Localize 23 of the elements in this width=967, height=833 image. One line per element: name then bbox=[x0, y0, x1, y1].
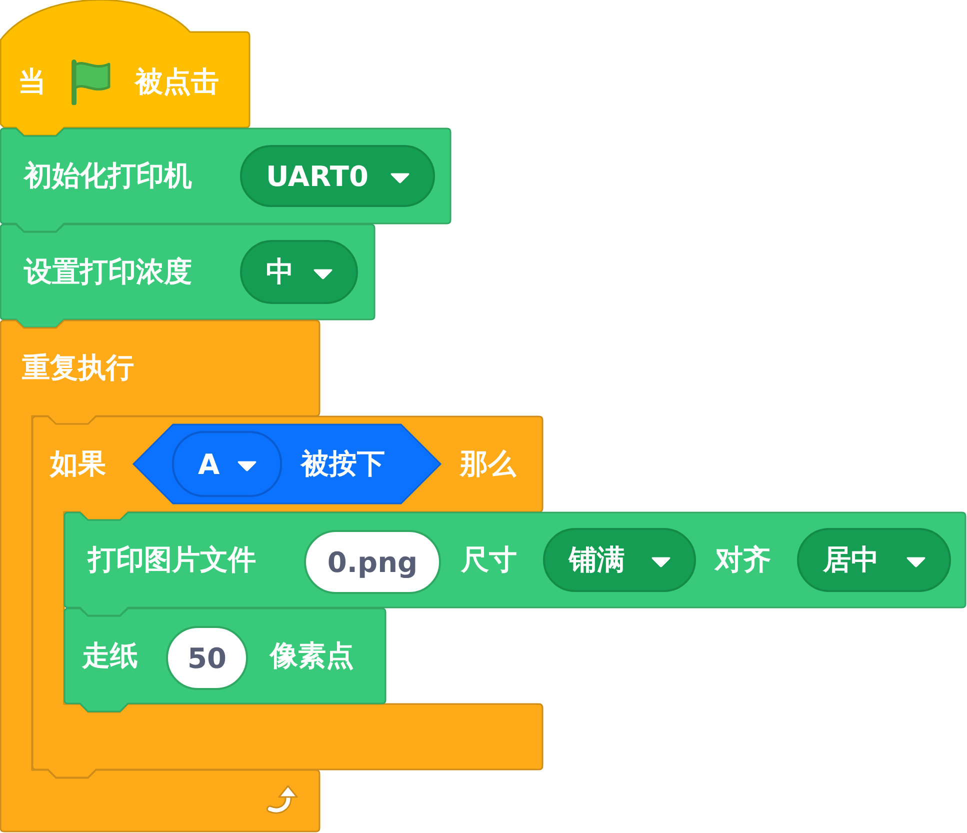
block-label: 尺寸 bbox=[461, 543, 517, 577]
block-label: 被按下 bbox=[301, 447, 385, 481]
dropdown-menu: 居中 bbox=[797, 528, 951, 592]
block-label: 那么 bbox=[460, 447, 516, 481]
block-label: 初始化打印机 bbox=[24, 159, 192, 193]
dropdown-menu: 铺满 bbox=[543, 528, 696, 592]
command-block bbox=[0, 224, 375, 328]
block-label: 当 bbox=[18, 65, 46, 99]
block-label: 被点击 bbox=[135, 65, 219, 99]
command-block bbox=[64, 608, 386, 712]
hat-block bbox=[0, 0, 250, 136]
condition-hexagon bbox=[133, 424, 441, 504]
command-block bbox=[0, 128, 451, 232]
block-label: 对齐 bbox=[715, 543, 771, 577]
command-block bbox=[64, 512, 966, 616]
block-label: 打印图片文件 bbox=[88, 543, 256, 577]
block-label: 重复执行 bbox=[22, 351, 134, 385]
block-label: 如果 bbox=[50, 447, 106, 481]
block-label: 像素点 bbox=[270, 639, 354, 673]
block-label: 走纸 bbox=[82, 639, 138, 673]
dropdown-menu: UART0 bbox=[240, 145, 435, 207]
block-label: 设置打印浓度 bbox=[24, 255, 192, 289]
text-input: 0.png bbox=[304, 530, 441, 594]
